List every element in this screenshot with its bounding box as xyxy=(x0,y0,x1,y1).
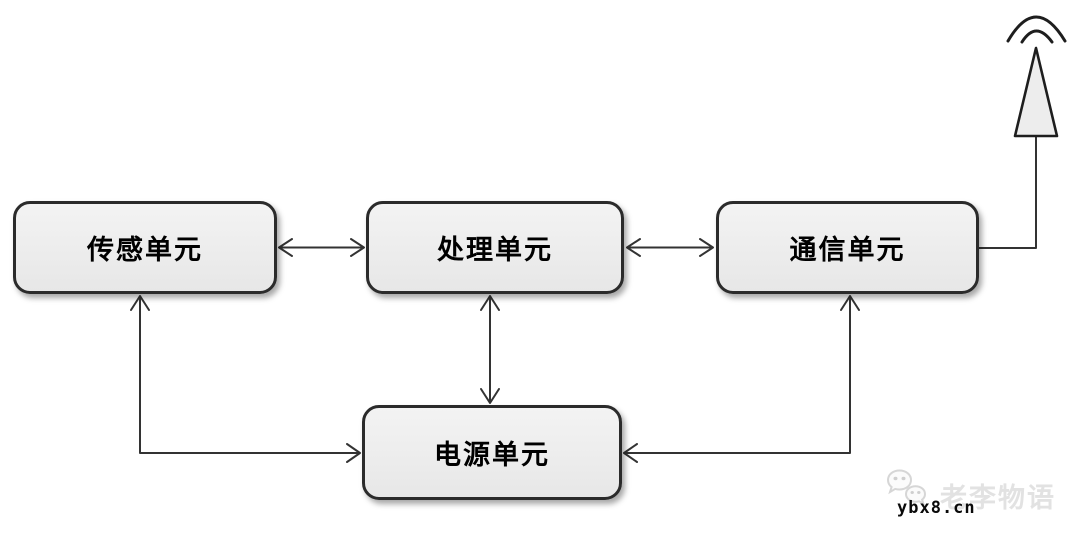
node-power-unit: 电源单元 xyxy=(362,405,622,500)
node-sensing-label: 传感单元 xyxy=(87,235,203,265)
node-processing-label: 处理单元 xyxy=(437,235,553,265)
watermark-brand: 老李物语 xyxy=(940,483,1056,513)
node-communication-label: 通信单元 xyxy=(789,235,906,265)
watermark-site: ybx8.cn xyxy=(897,498,976,518)
node-sensing-unit: 传感单元 xyxy=(13,201,277,294)
edge-power-sensing xyxy=(130,295,361,463)
edge-sensing-processing xyxy=(278,238,365,257)
node-communication-unit: 通信单元 xyxy=(716,201,979,294)
edge-communication-antenna xyxy=(978,136,1037,249)
edge-power-communication xyxy=(623,295,860,463)
antenna-icon xyxy=(1006,15,1067,138)
edge-processing-power xyxy=(480,295,500,404)
wechat-icon xyxy=(886,469,927,506)
watermark: 老李物语 ybx8.cn xyxy=(878,466,1078,532)
edge-processing-communication xyxy=(626,238,714,257)
node-power-label: 电源单元 xyxy=(434,440,550,470)
node-processing-unit: 处理单元 xyxy=(366,201,624,294)
